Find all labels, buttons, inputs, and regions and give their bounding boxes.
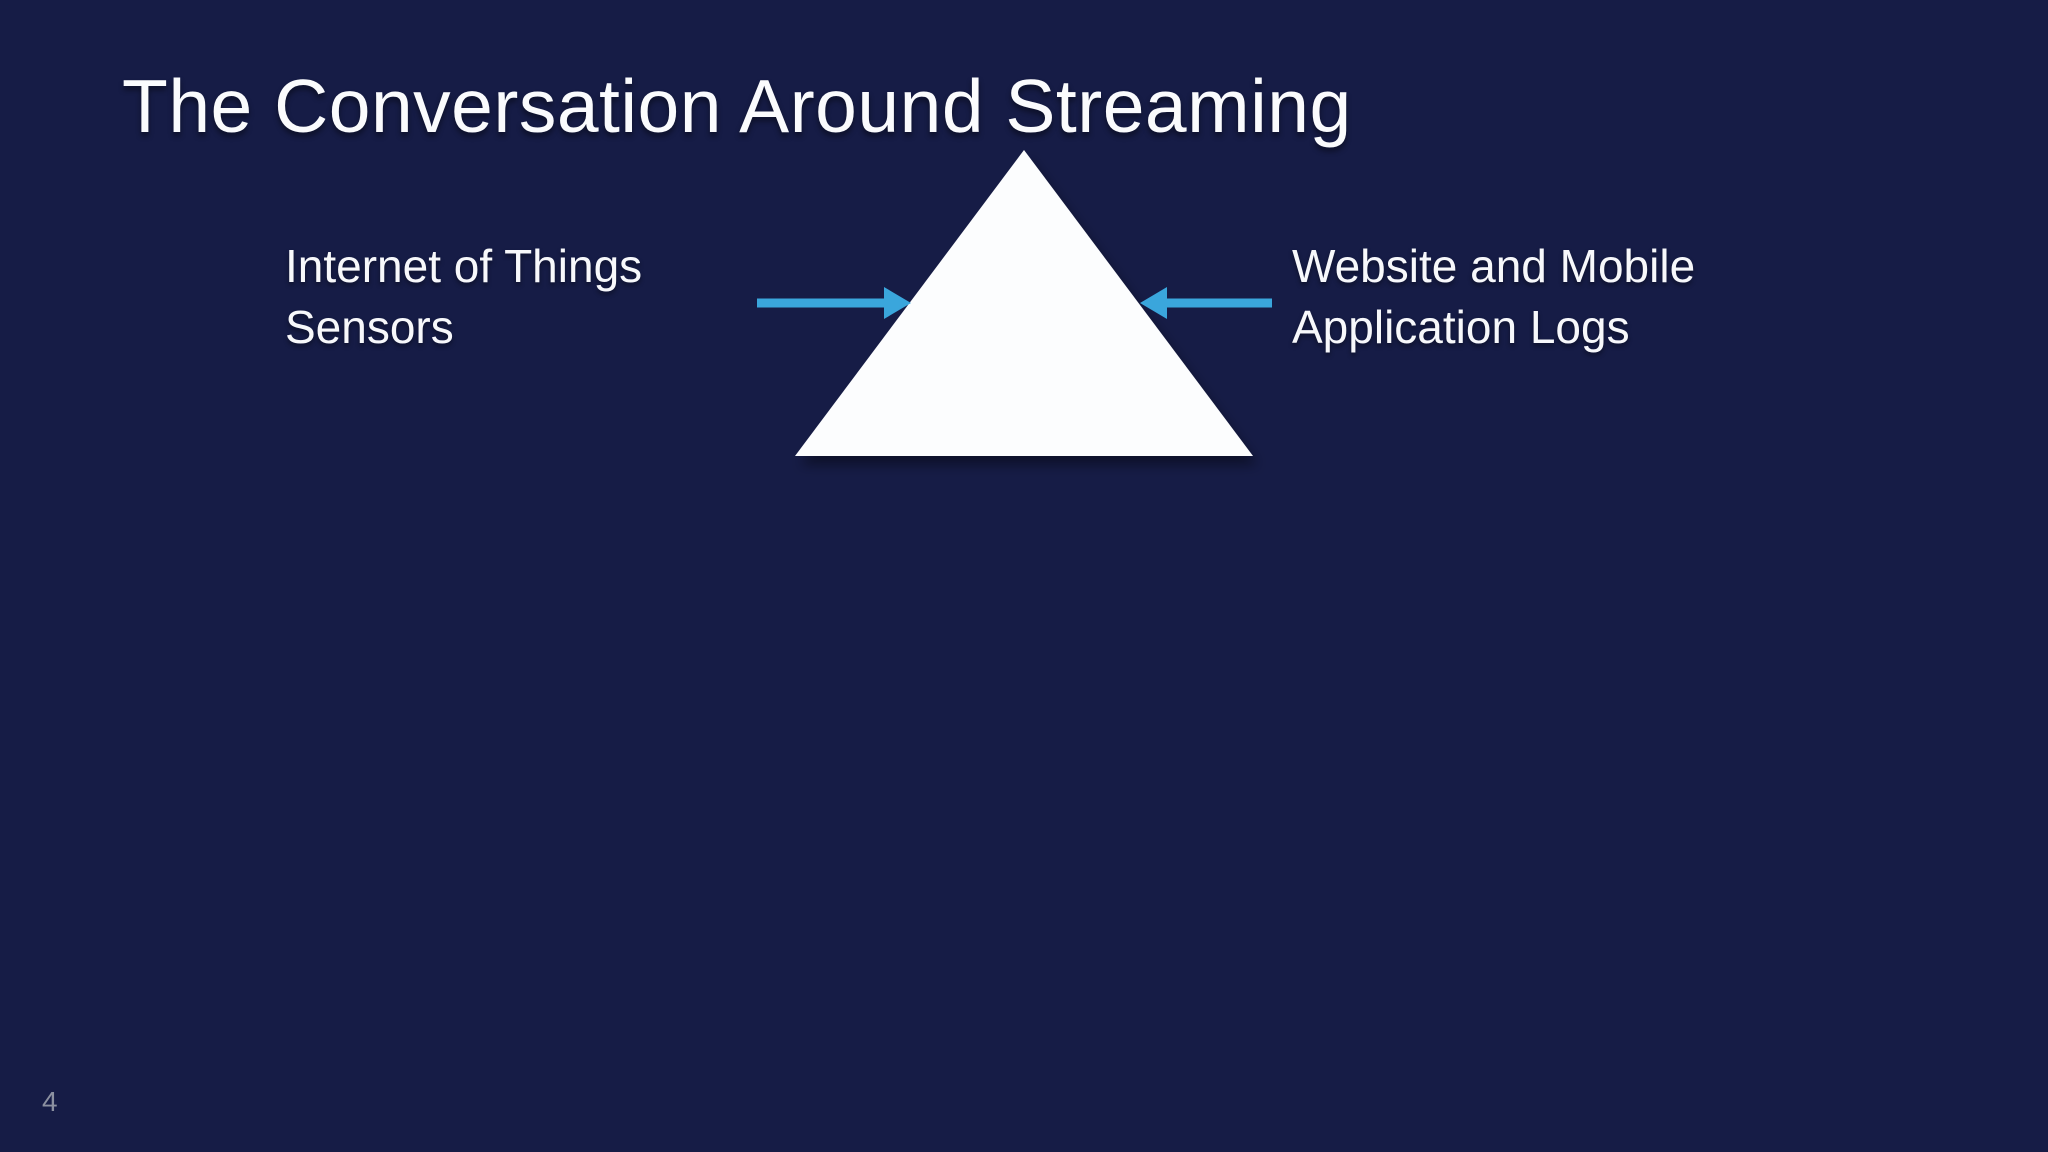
label-web-mobile-logs-line2: Application Logs [1292, 301, 1630, 353]
label-web-mobile-logs: Website and Mobile Application Logs [1292, 236, 1695, 358]
slide-title: The Conversation Around Streaming [122, 64, 1352, 148]
label-iot-sensors-line2: Sensors [285, 301, 454, 353]
page-number: 4 [42, 1086, 58, 1117]
pyramid-shape-icon [795, 150, 1253, 456]
label-iot-sensors-line1: Internet of Things [285, 240, 643, 292]
left-arrow-icon [757, 287, 911, 319]
label-web-mobile-logs-line1: Website and Mobile [1292, 240, 1696, 292]
label-iot-sensors: Internet of Things Sensors [285, 236, 642, 358]
right-arrow-icon [1140, 287, 1272, 319]
